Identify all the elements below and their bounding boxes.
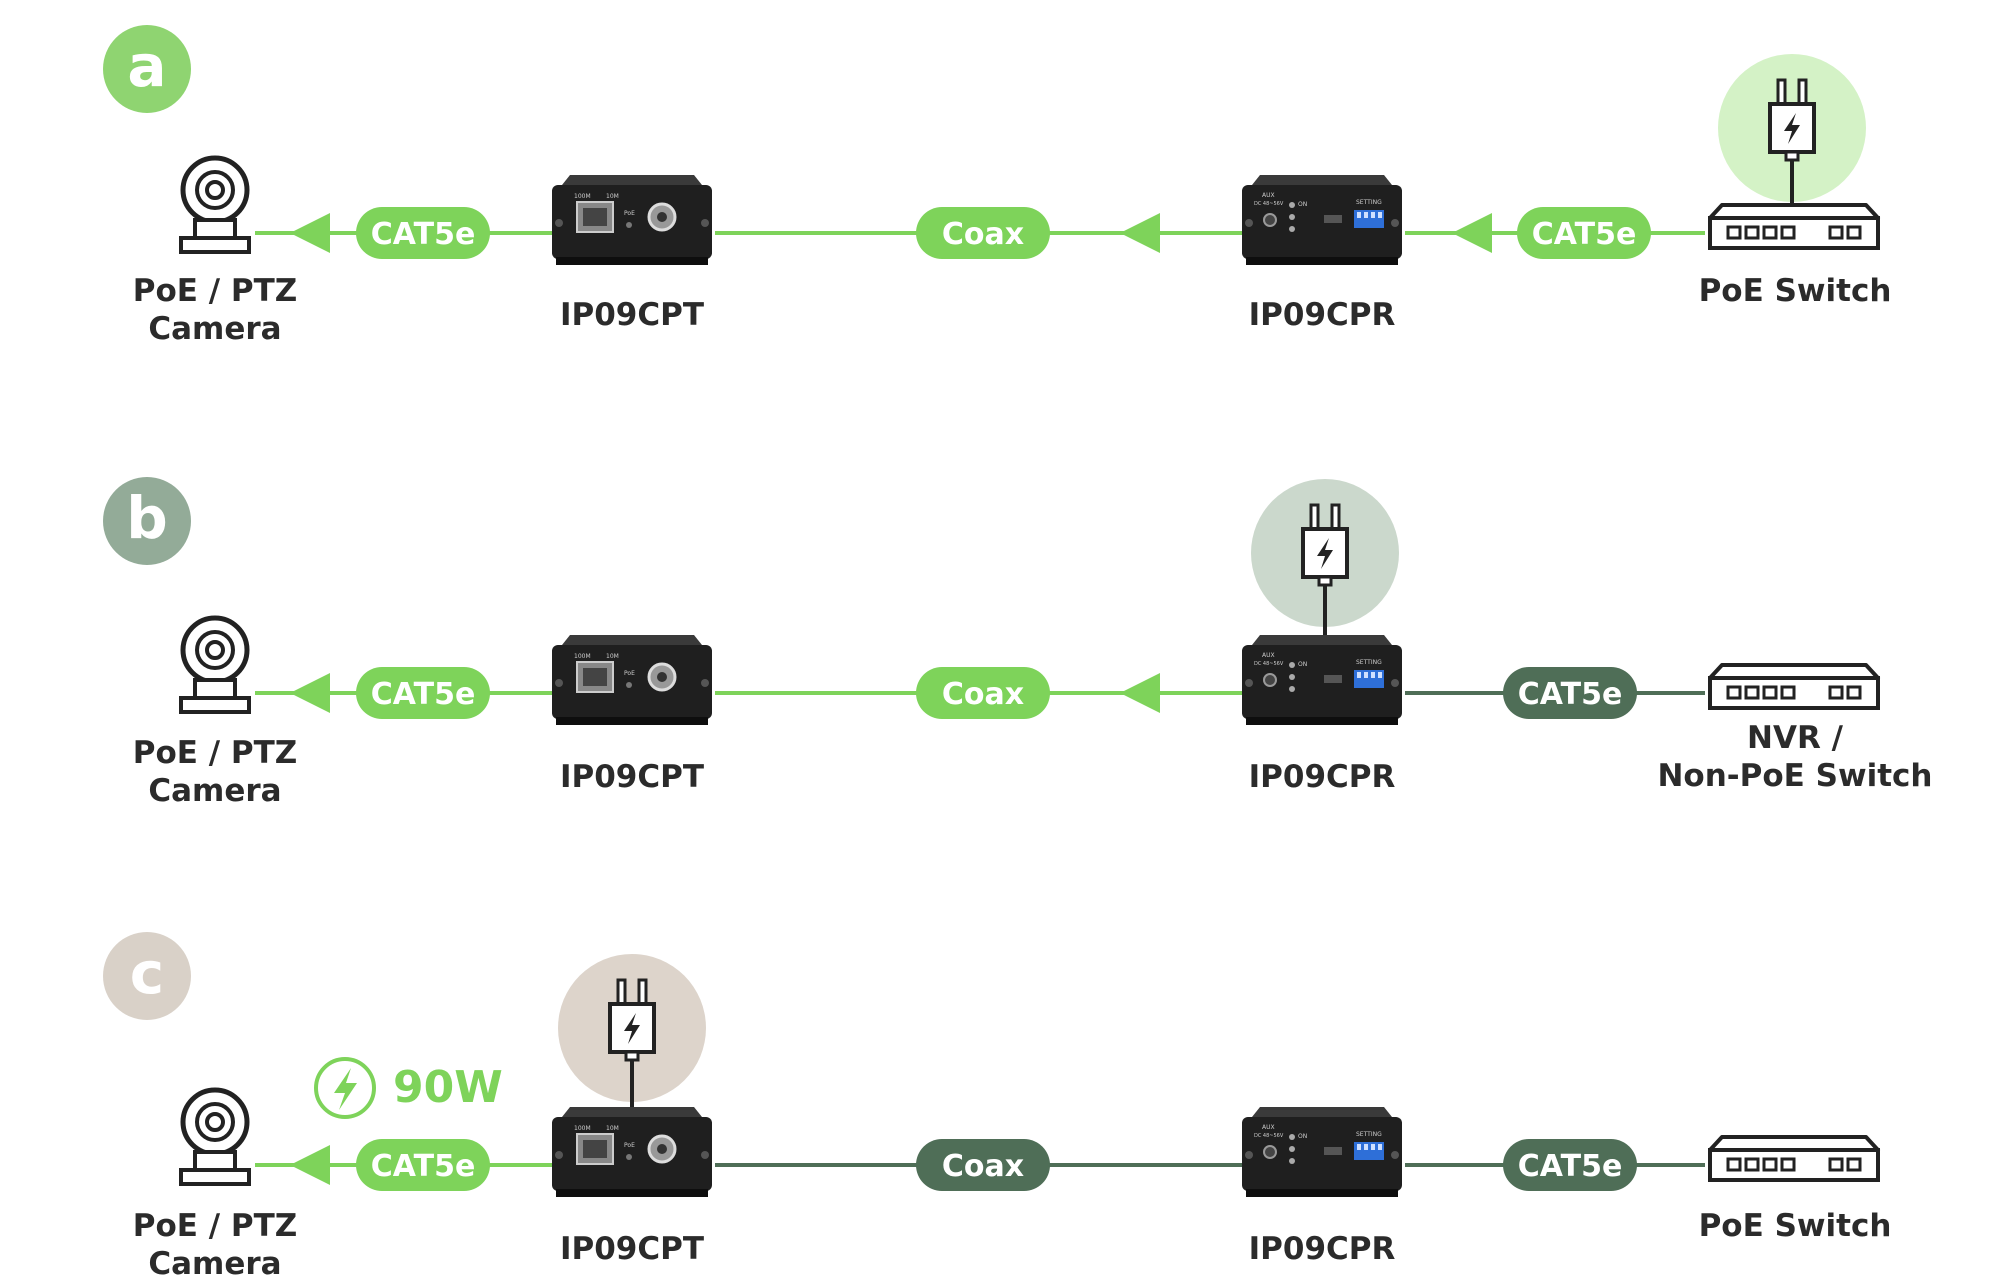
switch-label-c: PoE Switch — [1698, 1208, 1892, 1244]
svg-text:AUX: AUX — [1262, 192, 1275, 199]
svg-text:CAT5e: CAT5e — [371, 1149, 476, 1184]
transmitter-label-c: IP09CPT — [559, 1231, 704, 1267]
network-switch-icon — [1708, 203, 1880, 250]
switch-label-a: PoE Switch — [1698, 273, 1892, 309]
receiver-device: AUX DC 48~56V ON SETTING — [1242, 635, 1402, 725]
receiver-label-c: IP09CPR — [1248, 1231, 1396, 1267]
arrow-left-icon — [290, 673, 330, 713]
transmitter-device: 100M 10M PoE — [552, 635, 712, 725]
svg-text:ON: ON — [1298, 1133, 1307, 1140]
transmitter-device: 100M 10M PoE — [552, 175, 712, 265]
svg-text:10M: 10M — [606, 193, 619, 200]
network-switch-icon — [1708, 1135, 1880, 1182]
power-plug-icon — [558, 954, 706, 1107]
cable-pill-left: CAT5e — [356, 1139, 490, 1191]
badge-c: c — [103, 932, 191, 1020]
svg-text:10M: 10M — [606, 653, 619, 660]
camera-icon — [179, 1087, 251, 1186]
svg-text:100M: 100M — [574, 653, 591, 660]
receiver-device: AUX DC 48~56V ON SETTING — [1242, 175, 1402, 265]
svg-text:Coax: Coax — [942, 217, 1024, 252]
cable-pill-right: CAT5e — [1517, 207, 1651, 259]
svg-text:PoE: PoE — [624, 670, 635, 677]
transmitter-device: 100M 10M PoE — [552, 1107, 712, 1197]
cable-pill-middle: Coax — [916, 207, 1050, 259]
svg-text:CAT5e: CAT5e — [1518, 1149, 1623, 1184]
transmitter-label-a: IP09CPT — [559, 297, 704, 333]
cable-pill-middle: Coax — [916, 667, 1050, 719]
arrow-left-icon — [1120, 673, 1160, 713]
svg-text:SETTING: SETTING — [1356, 659, 1382, 666]
svg-text:DC 48~56V: DC 48~56V — [1254, 201, 1284, 207]
svg-text:CAT5e: CAT5e — [371, 217, 476, 252]
svg-text:100M: 100M — [574, 193, 591, 200]
cable-pill-left: CAT5e — [356, 207, 490, 259]
cable-pill-left: CAT5e — [356, 667, 490, 719]
svg-text:DC 48~56V: DC 48~56V — [1254, 661, 1284, 667]
svg-text:Coax: Coax — [942, 1149, 1024, 1184]
arrow-left-icon — [290, 213, 330, 253]
power-rating-label: 90W — [393, 1062, 503, 1113]
svg-text:CAT5e: CAT5e — [371, 677, 476, 712]
lightning-bolt-icon — [314, 1057, 376, 1119]
svg-text:SETTING: SETTING — [1356, 199, 1382, 206]
arrow-left-icon — [1452, 213, 1492, 253]
svg-text:DC 48~56V: DC 48~56V — [1254, 1133, 1284, 1139]
svg-text:PoE: PoE — [624, 1142, 635, 1149]
receiver-device: AUX DC 48~56V ON SETTING — [1242, 1107, 1402, 1197]
badge-a: a — [103, 25, 191, 113]
svg-text:10M: 10M — [606, 1125, 619, 1132]
camera-icon — [179, 615, 251, 714]
svg-text:CAT5e: CAT5e — [1532, 217, 1637, 252]
svg-text:PoE: PoE — [624, 210, 635, 217]
arrow-left-icon — [290, 1145, 330, 1185]
transmitter-label-b: IP09CPT — [559, 759, 704, 795]
arrow-left-icon — [1120, 213, 1160, 253]
svg-text:CAT5e: CAT5e — [1518, 677, 1623, 712]
svg-text:SETTING: SETTING — [1356, 1131, 1382, 1138]
svg-text:Coax: Coax — [942, 677, 1024, 712]
cable-pill-right: CAT5e — [1503, 1139, 1637, 1191]
cable-pill-right: CAT5e — [1503, 667, 1637, 719]
network-switch-icon — [1708, 663, 1880, 710]
svg-text:AUX: AUX — [1262, 652, 1275, 659]
power-plug-icon — [1251, 479, 1399, 635]
svg-text:100M: 100M — [574, 1125, 591, 1132]
svg-text:AUX: AUX — [1262, 1124, 1275, 1131]
cable-pill-middle: Coax — [916, 1139, 1050, 1191]
svg-text:ON: ON — [1298, 661, 1307, 668]
receiver-label-a: IP09CPR — [1248, 297, 1396, 333]
switch-label-b: NVR /Non-PoE Switch — [1657, 720, 1933, 794]
receiver-label-b: IP09CPR — [1248, 759, 1396, 795]
camera-icon — [179, 155, 251, 254]
svg-text:ON: ON — [1298, 201, 1307, 208]
power-plug-icon — [1718, 54, 1866, 205]
badge-b: b — [103, 477, 191, 565]
